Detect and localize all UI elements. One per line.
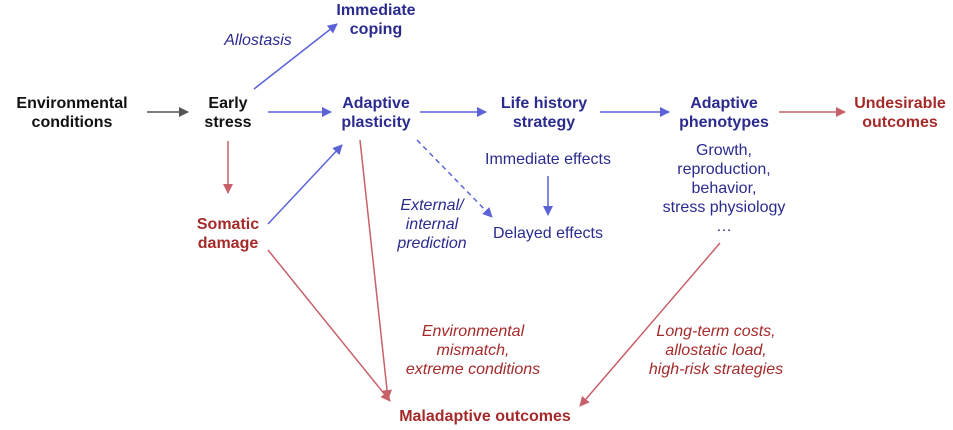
environmental-conditions-line-1: Environmental bbox=[16, 95, 128, 112]
arrow-phenotypes-to-maladaptive-outcomes bbox=[579, 242, 721, 407]
arrow-somatic-damage-to-maladaptive-outcomes bbox=[267, 249, 391, 402]
early-stress-node: Early stress bbox=[204, 94, 251, 132]
early-stress-line-1: Early bbox=[208, 95, 248, 112]
external-internal-prediction-line-3: prediction bbox=[397, 235, 467, 252]
adaptive-plasticity-line-2: plasticity bbox=[341, 114, 411, 131]
adaptive-plasticity-line-1: Adaptive bbox=[342, 95, 410, 112]
adaptive-plasticity-node: Adaptive plasticity bbox=[341, 94, 410, 132]
external-internal-prediction-line-2: internal bbox=[405, 216, 459, 233]
undesirable-outcomes-line-1: Undesirable bbox=[854, 95, 946, 112]
external-internal-prediction-label: External/ internal prediction bbox=[397, 196, 466, 253]
early-stress-line-2: stress bbox=[204, 114, 252, 131]
delayed-effects-text: Delayed effects bbox=[493, 225, 603, 242]
immediate-coping-line-1: Immediate bbox=[336, 2, 416, 19]
immediate-coping-node: Immediate coping bbox=[336, 1, 415, 39]
life-history-strategy-line-1: Life history bbox=[500, 95, 588, 112]
environmental-conditions-node: Environmental conditions bbox=[16, 94, 127, 132]
environmental-mismatch-line-3: extreme conditions bbox=[405, 361, 541, 378]
long-term-costs-line-3: high-risk strategies bbox=[648, 361, 784, 378]
external-internal-prediction-line-1: External/ bbox=[400, 197, 464, 214]
somatic-damage-node: Somatic damage bbox=[197, 215, 259, 253]
somatic-damage-line-2: damage bbox=[197, 235, 259, 252]
arrow-somatic-damage-to-adaptive-plasticity bbox=[267, 144, 343, 225]
long-term-costs-line-2: allostatic load, bbox=[665, 342, 767, 359]
phenotype-example-ellipsis: … bbox=[716, 218, 732, 235]
phenotype-example-reproduction: reproduction, bbox=[677, 161, 771, 178]
undesirable-outcomes-node: Undesirable outcomes bbox=[854, 94, 946, 132]
long-term-costs-label: Long-term costs, allostatic load, high-r… bbox=[649, 322, 783, 379]
environmental-mismatch-line-1: Environmental bbox=[421, 323, 525, 340]
environmental-mismatch-label: Environmental mismatch, extreme conditio… bbox=[406, 322, 540, 379]
long-term-costs-line-1: Long-term costs, bbox=[656, 323, 776, 340]
undesirable-outcomes-line-2: outcomes bbox=[862, 114, 938, 131]
life-history-strategy-node: Life history strategy bbox=[501, 94, 587, 132]
somatic-damage-line-1: Somatic bbox=[196, 216, 260, 233]
allostasis-label: Allostasis bbox=[224, 31, 292, 50]
phenotype-example-behavior: behavior, bbox=[691, 180, 757, 197]
maladaptive-outcomes-node: Maladaptive outcomes bbox=[399, 407, 571, 426]
maladaptive-outcomes-text: Maladaptive outcomes bbox=[399, 408, 571, 425]
delayed-effects-node: Delayed effects bbox=[493, 224, 603, 243]
immediate-effects-node: Immediate effects bbox=[485, 150, 611, 169]
phenotype-example-growth: Growth, bbox=[695, 142, 752, 159]
allostasis-text: Allostasis bbox=[224, 32, 292, 49]
immediate-effects-text: Immediate effects bbox=[485, 151, 611, 168]
environmental-conditions-line-2: conditions bbox=[31, 114, 113, 131]
adaptive-phenotypes-line-2: phenotypes bbox=[679, 114, 769, 131]
phenotype-examples-list: Growth, reproduction, behavior, stress p… bbox=[663, 141, 786, 236]
adaptive-phenotypes-line-1: Adaptive bbox=[690, 95, 758, 112]
environmental-mismatch-line-2: mismatch, bbox=[436, 342, 510, 359]
arrow-adaptive-plasticity-to-maladaptive-outcomes bbox=[359, 139, 393, 400]
immediate-coping-line-2: coping bbox=[349, 21, 403, 38]
phenotype-example-stress-physiology: stress physiology bbox=[662, 199, 786, 216]
adaptive-phenotypes-node: Adaptive phenotypes bbox=[679, 94, 769, 132]
life-history-strategy-line-2: strategy bbox=[512, 114, 576, 131]
arrow-early-stress-to-immediate-coping bbox=[253, 23, 338, 90]
